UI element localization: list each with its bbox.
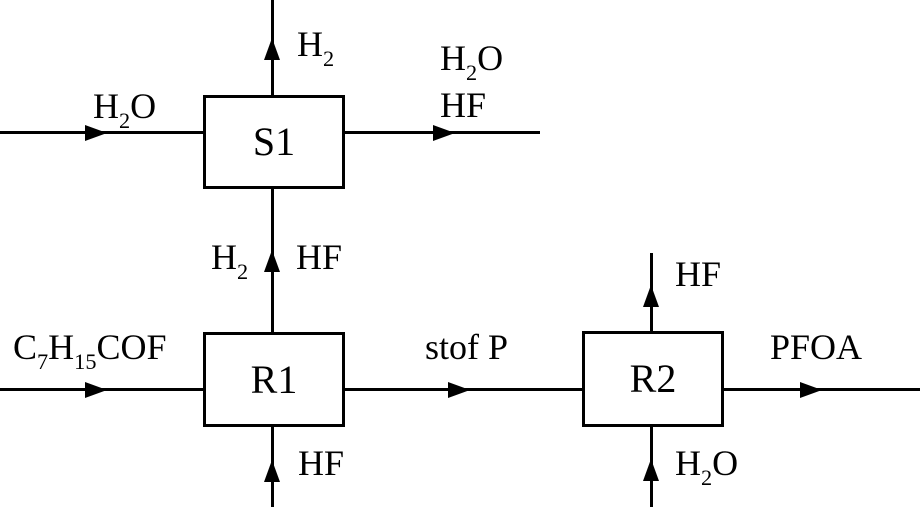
arrowhead-up-r2-bottom-icon	[643, 459, 659, 481]
stream-label-r2-h2o-in: H2O	[675, 443, 739, 490]
stream-label-s1-feed-h2o: H2O	[93, 86, 157, 133]
arrowhead-up-r1-bottom-icon	[264, 460, 280, 482]
stream-label-r1-feed-c7h15cof: C7H15COF	[13, 327, 167, 374]
stream-label-r1-hf-in: HF	[298, 443, 345, 483]
arrowhead-up-s1-top-icon	[264, 38, 280, 60]
stream-label-s1-out-h2o: H2O	[440, 38, 504, 85]
stream-label-pfoa: PFOA	[770, 327, 863, 367]
stream-label-s1-out-hf: HF	[440, 85, 487, 125]
arrowhead-up-r2-top-icon	[643, 285, 659, 307]
arrowhead-right-r1-to-r2-icon	[448, 382, 470, 398]
process-box-r1: R1	[203, 332, 345, 427]
stream-label-r2-hf-out: HF	[675, 254, 722, 294]
arrowhead-right-r2-out-icon	[800, 382, 822, 398]
process-box-s1: S1	[203, 95, 345, 189]
stream-label-s1-top-h2: H2	[297, 24, 335, 71]
stream-label-recycle-h2: H2	[211, 237, 249, 284]
stream-label-recycle-hf: HF	[296, 237, 343, 277]
arrowhead-up-r1-to-s1-icon	[264, 250, 280, 272]
box-label-s1: S1	[252, 119, 296, 164]
stream-label-stof-p: stof P	[425, 327, 509, 367]
arrowhead-right-s1-feed-icon	[85, 125, 107, 141]
arrowhead-right-r1-feed-icon	[85, 382, 107, 398]
process-box-r2: R2	[582, 331, 724, 427]
box-label-r2: R2	[629, 356, 677, 401]
arrowhead-right-s1-out-icon	[433, 125, 455, 141]
box-label-r1: R1	[250, 356, 298, 402]
